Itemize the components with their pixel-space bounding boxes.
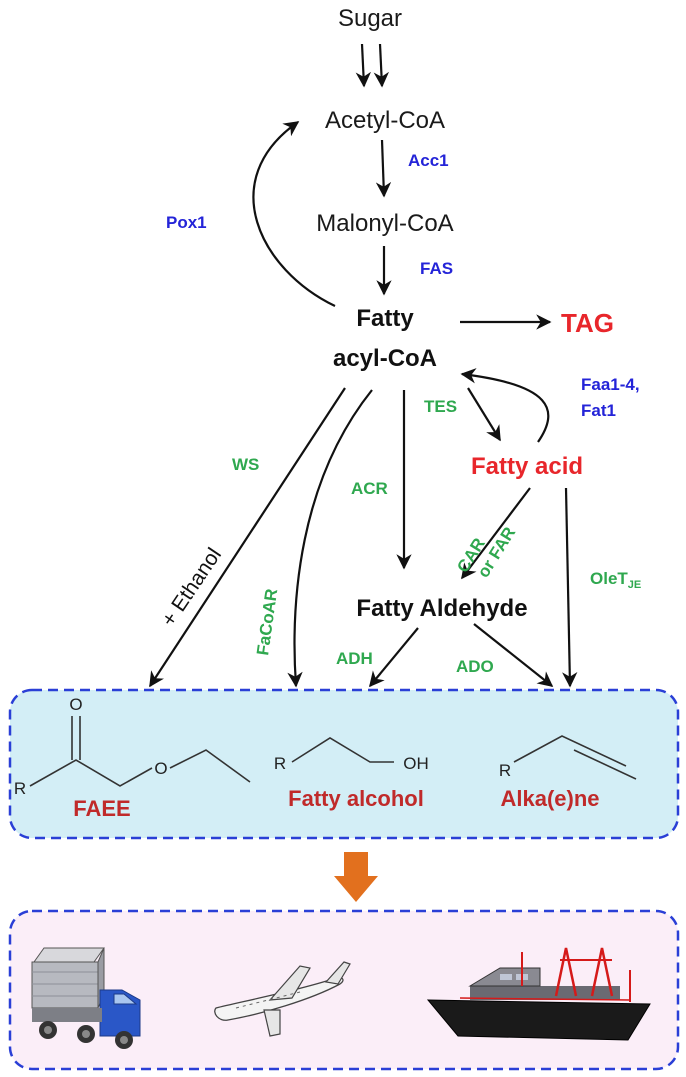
enzyme-acr: ACR <box>351 479 388 498</box>
arrow-acetyl-malonyl <box>375 139 392 198</box>
enzyme-olet-main: OleT <box>590 569 628 588</box>
node-fatty-acyl-coa-line1: Fatty <box>356 305 414 332</box>
enzyme-ws: WS <box>232 455 259 474</box>
product-faee: FAEE <box>73 796 130 821</box>
node-sugar: Sugar <box>338 5 402 32</box>
arrow-sugar-acetyl-2 <box>373 43 390 88</box>
arrow-sugar-acetyl-1 <box>355 43 372 88</box>
down-arrow-icon <box>334 852 378 902</box>
atom-r-alcohol: R <box>274 754 286 773</box>
enzyme-olet-subscript: JE <box>628 579 641 591</box>
arrow-tes <box>467 387 501 442</box>
atom-o-carbonyl: O <box>69 695 82 714</box>
enzyme-facoar: FaCoAR <box>253 588 281 657</box>
node-fatty-aldehyde: Fatty Aldehyde <box>356 595 527 622</box>
arrow-olet <box>562 487 578 688</box>
arrow-facoar <box>287 389 373 688</box>
node-tag: TAG <box>561 308 614 338</box>
airplane-icon <box>214 961 351 1037</box>
arrow-adh <box>369 627 419 688</box>
enzyme-ado: ADO <box>456 657 494 676</box>
atom-o-ester: O <box>154 759 167 778</box>
enzyme-pox1: Pox1 <box>166 213 207 232</box>
truck-icon <box>31 947 141 1049</box>
arrow-car <box>461 487 531 580</box>
arrow-ado <box>473 623 554 687</box>
node-malonyl-coa: Malonyl-CoA <box>316 210 453 237</box>
product-box <box>8 688 680 840</box>
arrow-pox1 <box>252 121 336 307</box>
node-fatty-acyl-coa-line2: acyl-CoA <box>333 345 437 372</box>
arrow-ws <box>149 387 346 688</box>
enzyme-olet: OleTJE <box>590 569 641 591</box>
enzyme-acc1: Acc1 <box>408 151 449 170</box>
fatty-alcohol-structure: R OH <box>274 737 429 773</box>
enzyme-fas: FAS <box>420 259 453 278</box>
arrow-faa <box>460 368 550 443</box>
alkene-structure: R <box>499 735 637 780</box>
node-fatty-acid: Fatty acid <box>471 453 583 480</box>
faee-structure: O O R <box>14 695 251 798</box>
node-acetyl-coa: Acetyl-CoA <box>325 107 445 134</box>
atom-oh: OH <box>403 754 429 773</box>
enzyme-faa-line2: Fat1 <box>581 401 616 420</box>
atom-r-alkene: R <box>499 761 511 780</box>
pathway-arrows <box>149 43 578 688</box>
enzyme-faa-line1: Faa1-4, <box>581 375 640 394</box>
enzyme-tes: TES <box>424 397 457 416</box>
product-alkene: Alka(e)ne <box>500 786 599 811</box>
ship-icon <box>426 947 651 1041</box>
atom-r-faee: R <box>14 779 26 798</box>
enzyme-adh: ADH <box>336 649 373 668</box>
product-fatty-alcohol: Fatty alcohol <box>288 786 424 811</box>
